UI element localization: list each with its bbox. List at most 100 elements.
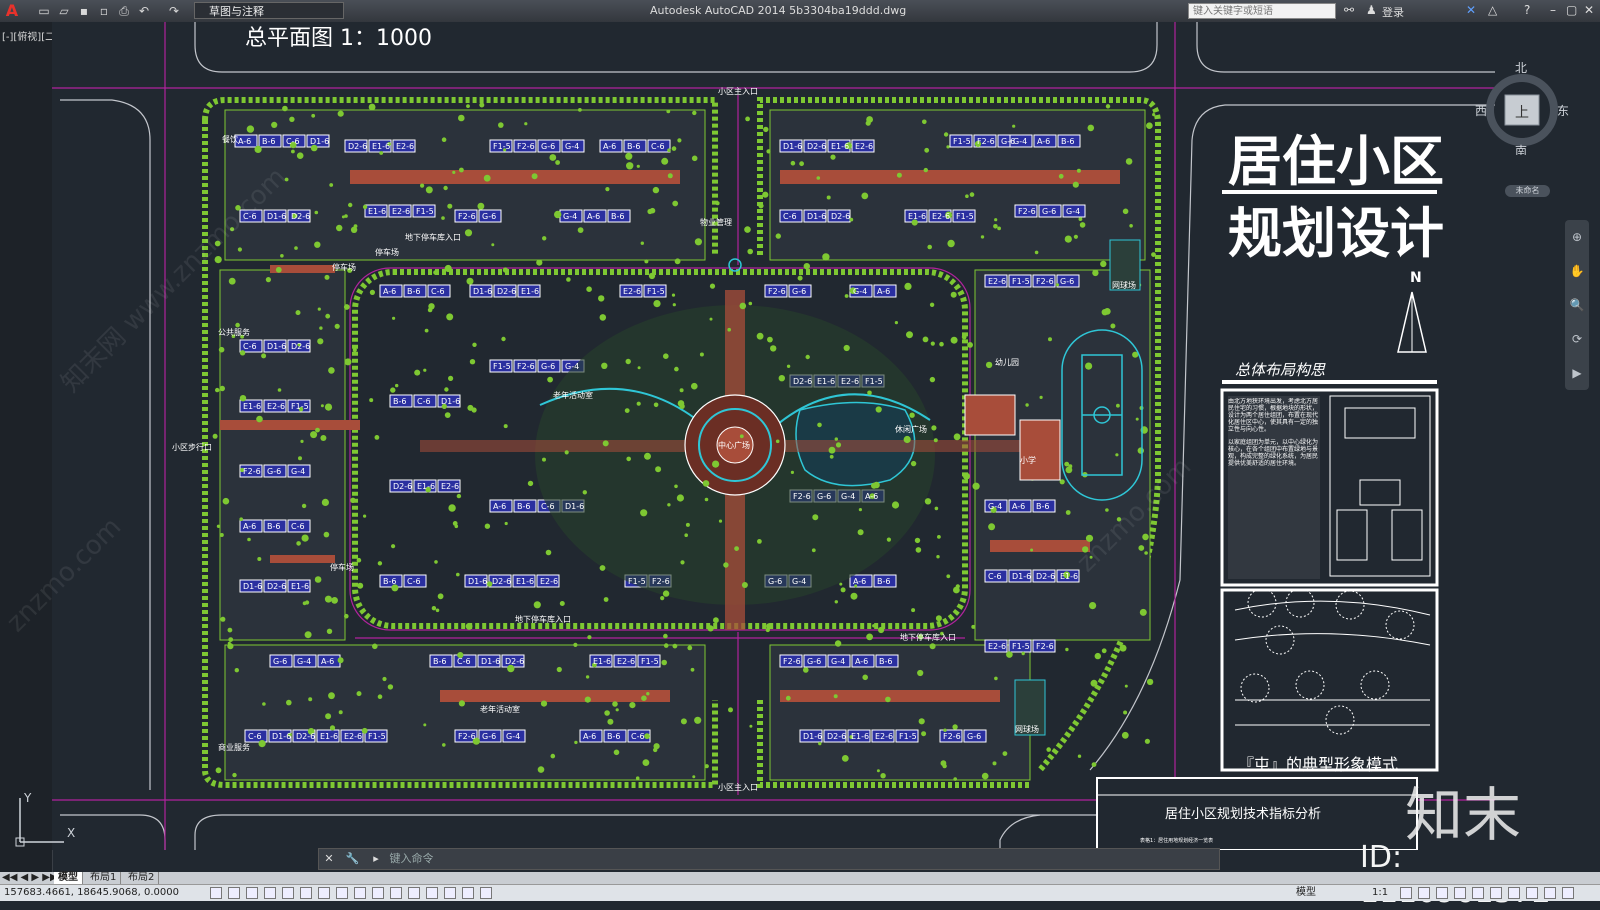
tree — [885, 696, 891, 703]
status-tool-icon[interactable] — [1526, 887, 1538, 899]
tree — [937, 535, 941, 539]
tree — [818, 741, 822, 746]
settings-cmd-icon[interactable]: 🔧 — [345, 852, 360, 865]
status-toggle-icon[interactable] — [318, 887, 330, 899]
coordinates-readout[interactable]: 157683.4661, 18645.9068, 0.0000 — [4, 887, 179, 898]
viewcube-west: 西 — [1475, 104, 1487, 118]
recent-cmd-icon[interactable]: ▸ — [373, 852, 379, 865]
building-code: E2-6 — [441, 482, 459, 491]
tree — [414, 369, 421, 376]
status-toggle-icon[interactable] — [282, 887, 294, 899]
status-tool-icon[interactable] — [1562, 887, 1574, 899]
new-file-icon[interactable]: ▭ — [38, 4, 50, 18]
undo-icon[interactable]: ↶ — [138, 4, 150, 18]
print-icon[interactable]: ⎙ — [119, 4, 129, 18]
redo-icon[interactable]: ↷ — [168, 4, 180, 18]
tree — [240, 334, 245, 339]
tree — [865, 120, 871, 126]
tab-layout1[interactable]: 布局1 — [86, 872, 122, 884]
close-icon[interactable]: ✕ — [1584, 3, 1595, 17]
tree — [599, 314, 607, 321]
building-code: F1-5 — [647, 287, 665, 296]
model-space-button[interactable]: 模型 — [1296, 887, 1316, 898]
status-toggle-icon[interactable] — [480, 887, 492, 899]
annotation-scale[interactable]: 1:1 — [1372, 887, 1389, 898]
save-icon[interactable]: ▪ — [79, 4, 89, 18]
viewcube[interactable]: 上 北 南 东 西 — [1475, 60, 1570, 155]
status-toggle-icon[interactable] — [228, 887, 240, 899]
tree — [556, 666, 562, 673]
command-input[interactable]: 键入命令 — [389, 852, 434, 865]
user-icon[interactable]: ♟ — [1366, 3, 1377, 17]
search-input[interactable]: 键入关键字或短语 — [1188, 3, 1336, 19]
status-toggle-icon[interactable] — [390, 887, 402, 899]
maximize-icon[interactable]: ▢ — [1566, 3, 1578, 17]
status-tool-icon[interactable] — [1400, 887, 1412, 899]
status-tool-icon[interactable] — [1436, 887, 1448, 899]
binoculars-icon[interactable]: ⚯ — [1344, 3, 1355, 17]
workspace-dropdown[interactable]: 草图与注释 — [194, 2, 344, 19]
status-tool-icon[interactable] — [1490, 887, 1502, 899]
building-code: F1-5 — [956, 212, 974, 221]
building-code: D1-6 — [441, 397, 460, 406]
tree — [540, 700, 548, 707]
steeringwheel-icon[interactable]: ⊕ — [1571, 230, 1583, 244]
status-tool-icon[interactable] — [1508, 887, 1520, 899]
status-toggle-icon[interactable] — [462, 887, 474, 899]
zoom-icon[interactable]: 🔍 — [1569, 298, 1585, 312]
tree — [344, 358, 352, 366]
drawing-canvas[interactable]: 小区主入口 小区主入口 小区步行口 中心广场 停车场 停车场 停车场 地下停车库… — [52, 22, 1495, 850]
open-file-icon[interactable]: ▱ — [59, 4, 69, 18]
status-tool-icon[interactable] — [1418, 887, 1430, 899]
building-block — [287, 519, 311, 533]
status-toggle-icon[interactable] — [336, 887, 348, 899]
status-toggle-icon[interactable] — [354, 887, 366, 899]
wcs-menu[interactable]: 未命名 — [1505, 185, 1550, 197]
showmotion-icon[interactable]: ▶ — [1572, 366, 1582, 380]
a360-icon[interactable]: △ — [1488, 3, 1498, 17]
status-toggle-icon[interactable] — [372, 887, 384, 899]
status-toggle-icon[interactable] — [210, 887, 222, 899]
status-toggle-icon[interactable] — [246, 887, 258, 899]
building-block — [623, 139, 647, 153]
tab-model[interactable]: 模型 — [54, 872, 83, 884]
status-toggle-icon[interactable] — [300, 887, 312, 899]
tree — [858, 508, 863, 512]
status-toggle-icon[interactable] — [426, 887, 438, 899]
status-tool-icon[interactable] — [1454, 887, 1466, 899]
tree — [573, 642, 578, 648]
status-tool-icon[interactable] — [1544, 887, 1556, 899]
building-code: B-6 — [383, 577, 396, 586]
building-code: G-4 — [565, 362, 579, 371]
save-as-icon[interactable]: ▫ — [99, 4, 109, 18]
building-block — [239, 209, 263, 223]
pan-icon[interactable]: ✋ — [1569, 264, 1585, 278]
tree — [491, 243, 495, 247]
building-code: B-6 — [1036, 502, 1049, 511]
autocad-logo-icon[interactable]: A — [5, 1, 19, 20]
tree — [348, 202, 353, 208]
signin-button[interactable]: 登录 — [1382, 6, 1404, 19]
tree — [834, 600, 838, 604]
tab-nav-arrows-icon[interactable]: ◀◀ ◀ ▶ ▶▶ — [2, 872, 58, 883]
status-toggle-icon[interactable] — [264, 887, 276, 899]
building-block — [1032, 499, 1056, 513]
building-block — [437, 479, 461, 493]
status-toggle-icon[interactable] — [408, 887, 420, 899]
viewport-label[interactable]: [-][俯视][二维线框] — [2, 32, 90, 43]
building-code: A-6 — [855, 657, 868, 666]
building-code: E2-6 — [855, 142, 873, 151]
orbit-icon[interactable]: ⟳ — [1571, 332, 1583, 346]
minimize-icon[interactable]: – — [1550, 3, 1556, 17]
status-toggle-icon[interactable] — [444, 887, 456, 899]
tree — [537, 766, 545, 773]
command-line[interactable]: ✕ 🔧 ▸ 键入命令 — [318, 848, 1220, 870]
tree — [945, 211, 953, 219]
help-icon[interactable]: ? — [1524, 3, 1531, 17]
exchange-icon[interactable]: ✕ — [1466, 3, 1477, 17]
building-code: D1-6 — [468, 577, 487, 586]
building-code: G-4 — [297, 657, 311, 666]
close-cmd-icon[interactable]: ✕ — [324, 852, 334, 865]
tab-layout2[interactable]: 布局2 — [124, 872, 160, 884]
status-tool-icon[interactable] — [1472, 887, 1484, 899]
